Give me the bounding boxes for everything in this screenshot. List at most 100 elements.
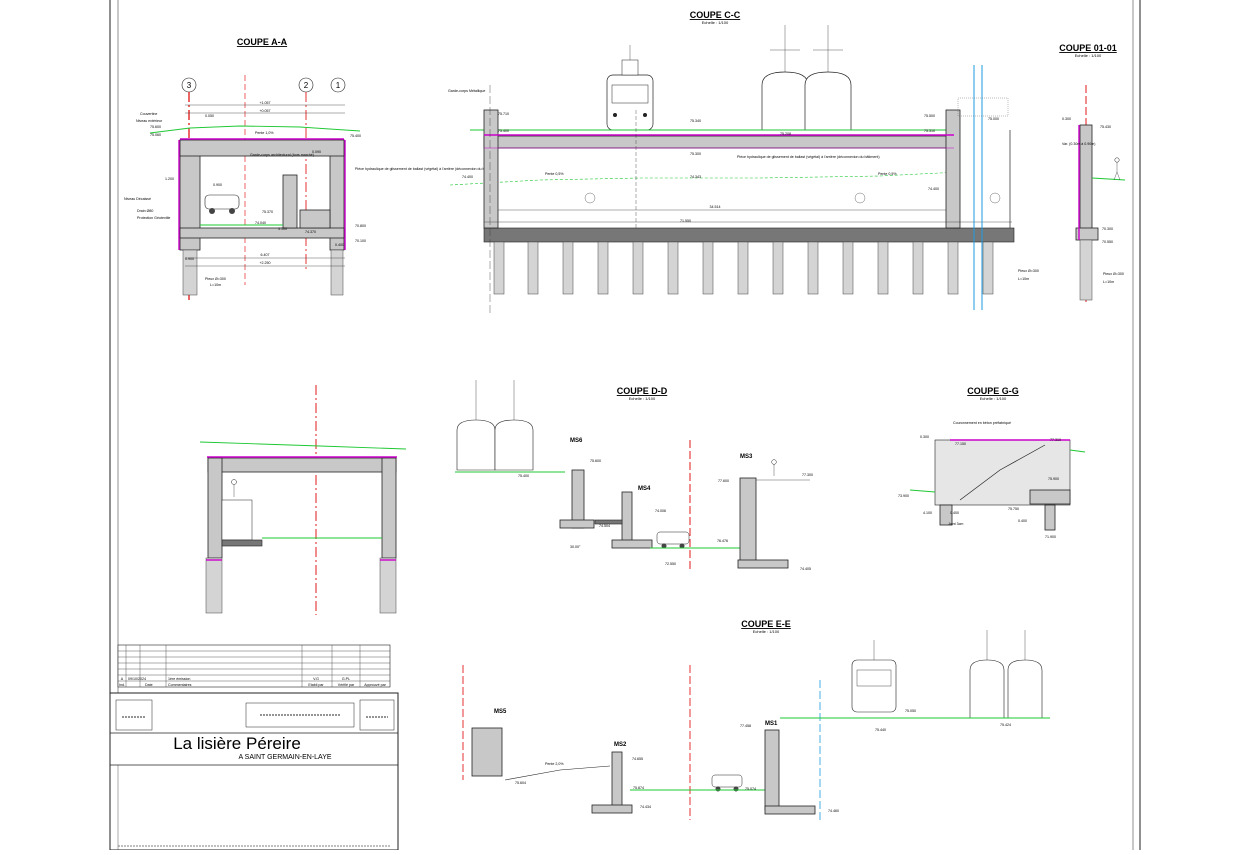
wall-label-ms6: MS6 — [570, 438, 583, 444]
note-label: L=10m — [1103, 280, 1114, 284]
level-label: 30.00° — [570, 545, 581, 549]
tram-icon — [606, 45, 654, 131]
section-0101-scale: Echelle : 1/100 — [1075, 53, 1102, 58]
pile — [330, 249, 344, 296]
level-label: 75.370 — [262, 210, 273, 214]
person-icon — [231, 479, 237, 497]
level-label: 75.000 — [988, 117, 999, 121]
section-0101: COUPE 01-01 Echelle : 1/100 Var. (0.30m … — [1059, 43, 1126, 305]
note-label: Pièce hydraulique de glissement de balla… — [737, 155, 880, 159]
portal-section — [199, 385, 407, 615]
car-icon — [711, 774, 743, 792]
note-label: Couronnement en béton préfabriqué — [953, 421, 1011, 425]
level-label: 74.343 — [690, 175, 701, 179]
wall-label-ms1: MS1 — [765, 721, 778, 727]
level-label: 75.400 — [518, 474, 529, 478]
section-dd-scale: Echelle : 1/100 — [629, 396, 656, 401]
logo-box — [359, 699, 395, 731]
level-label: 74.434 — [640, 805, 651, 809]
project-title: La lisière Péreire — [173, 734, 301, 753]
section-aa: COUPE A-A 3 2 1 +1.057 +0.057 0.050 — [124, 37, 498, 300]
wall-label-ms4: MS4 — [638, 486, 651, 492]
train-icon — [761, 25, 852, 131]
section-cc: COUPE C-C Echelle : 1/100 — [448, 10, 1039, 315]
level-label: 77.600 — [718, 479, 729, 483]
rev-date: 09/10/2024 — [128, 677, 146, 681]
note-label: Garde-corps architectural (hors marché) — [250, 153, 314, 157]
rev-header-date: Date — [145, 683, 153, 687]
level-label: 75.750 — [1008, 507, 1019, 511]
level-label: +0.057 — [259, 109, 270, 113]
note-label: Niveau extérieur — [136, 119, 163, 123]
rev-index: A — [121, 677, 124, 681]
level-label: 0.300 — [920, 435, 929, 439]
level-label: 73.900 — [898, 494, 909, 498]
guardrail-icon — [957, 97, 1009, 117]
level-label: 0.300 — [1062, 117, 1071, 121]
level-label: 74.370 — [305, 230, 316, 234]
note-label: Pièce hydraulique de glissement de balla… — [355, 167, 498, 171]
section-ee: COUPE E-E Echelle : 1/100 MS5 MS2 MS1 — [462, 619, 1050, 820]
title-block: La lisière Péreire A SAINT GERMAIN-EN-LA… — [109, 692, 399, 851]
level-label: 75.300 — [690, 152, 701, 156]
rev-label: 1ère émission — [168, 677, 190, 681]
axis-bubbles: 3 2 1 — [181, 77, 346, 93]
section-ee-title: COUPE E-E — [741, 619, 791, 629]
section-aa-title: COUPE A-A — [237, 37, 288, 47]
level-label: 74.006 — [655, 509, 666, 513]
level-label: 0.900 — [213, 183, 222, 187]
level-label: 6.407 — [261, 253, 270, 257]
person-icon — [771, 459, 777, 476]
project-location: A SAINT GERMAIN-EN-LAYE — [238, 754, 331, 761]
note-label: Pieux Ø=300 — [205, 277, 226, 281]
level-label: 70.550 — [1102, 240, 1113, 244]
section-gg-title: COUPE G-G — [967, 386, 1019, 396]
level-label: 75.874 — [633, 786, 644, 790]
section-ee-scale: Echelle : 1/100 — [753, 629, 780, 634]
level-label: 3.100 — [278, 227, 287, 231]
level-label: 75.424 — [1000, 723, 1011, 727]
rev-header-author: Etabli par — [308, 683, 324, 687]
note-label: Couvertine — [140, 112, 157, 116]
level-label: 74.405 — [800, 567, 811, 571]
level-label: 75.208 — [780, 132, 791, 136]
level-label: 75.500 — [924, 114, 935, 118]
rev-header-index: Ind. — [119, 683, 125, 687]
note-label: Var. (0.30m à 0.90m) — [1062, 142, 1096, 146]
axis-bubble-3: 3 — [187, 81, 192, 90]
pile — [182, 249, 198, 296]
tram-icon — [851, 640, 897, 713]
section-cc-title: COUPE C-C — [690, 10, 741, 20]
pile-row — [493, 241, 994, 295]
car-icon — [204, 194, 240, 214]
rev-header-checker: Vérifié par — [338, 683, 355, 687]
level-label: 74.460 — [828, 809, 839, 813]
train-icon — [969, 630, 1043, 719]
train-icon — [456, 380, 534, 471]
section-cc-scale: Echelle : 1/100 — [702, 20, 729, 25]
axis-bubble-1: 1 — [336, 81, 341, 90]
rev-header-approver: Approuvé par — [364, 683, 386, 687]
section-gg-scale: Echelle : 1/100 — [980, 396, 1007, 401]
level-label: 75.340 — [690, 119, 701, 123]
rev-checker: G.PL — [342, 677, 350, 681]
level-label: 0.050 — [205, 114, 214, 118]
level-label: 74.400 — [928, 187, 939, 191]
note-label: Pente 1,0% — [255, 131, 274, 135]
note-label: Protection Géotextile — [137, 216, 170, 220]
note-label: Pieux Ø=300 — [1103, 272, 1124, 276]
level-label: 77.150 — [955, 442, 966, 446]
level-label: 74.655 — [632, 757, 643, 761]
person-icon — [1113, 157, 1121, 181]
level-label: 71.900 — [1045, 535, 1056, 539]
section-gg: COUPE G-G Echelle : 1/100 Couronnement e… — [898, 386, 1086, 539]
level-label: 75.900 — [1048, 477, 1059, 481]
level-label: 70.800 — [355, 224, 366, 228]
level-label: 34.514 — [710, 205, 721, 209]
note-label: Joint 3cm — [948, 522, 963, 526]
level-label: 0.400 — [335, 243, 344, 247]
cc-top-slab — [483, 135, 955, 149]
note-label: Pieux Ø=300 — [1018, 269, 1039, 273]
